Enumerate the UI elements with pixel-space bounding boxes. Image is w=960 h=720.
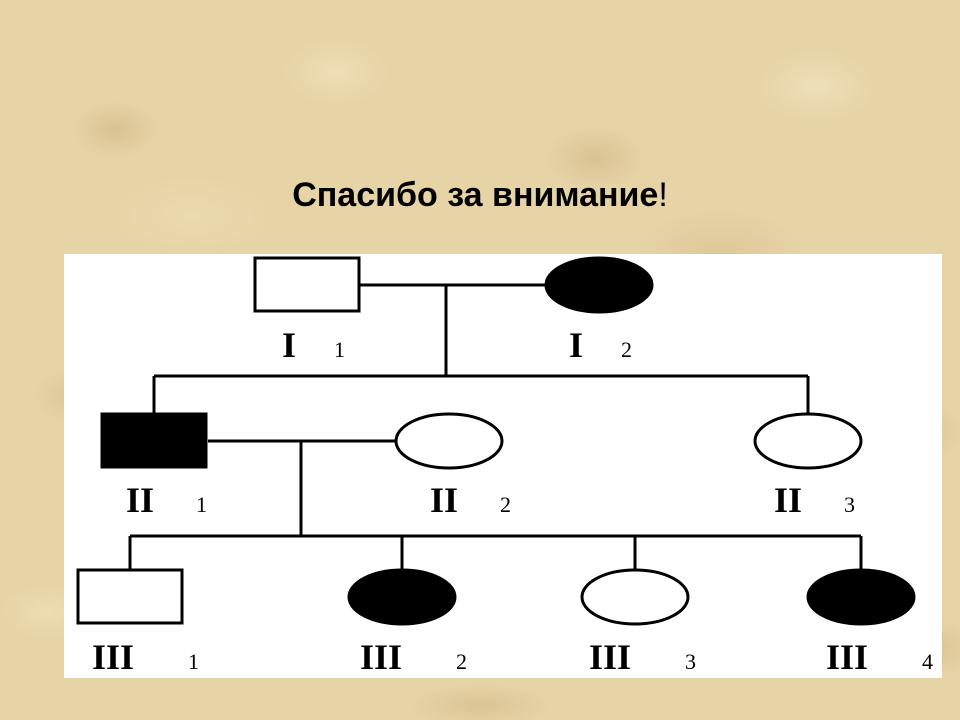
individual-number-III4: 4 [922,649,933,674]
individual-number-II3: 3 [844,492,855,517]
individual-III2-circle [347,568,457,626]
individual-II1-square [100,412,208,469]
individual-number-I1: 1 [334,337,345,362]
individual-I2-circle [544,256,654,314]
individual-II2-circle [394,412,504,470]
slide-title-text: Спасибо за внимание [292,176,659,214]
generation-label-I2: I [569,325,583,365]
individual-number-II1: 1 [196,492,207,517]
individual-II3-circle [753,412,863,470]
individual-number-III2: 2 [456,649,467,674]
generation-label-III4: III [826,637,868,677]
individual-number-III1: 1 [188,649,199,674]
generation-label-II1: II [126,480,154,520]
generation-label-II2: II [430,480,458,520]
generation-label-III1: III [92,637,134,677]
individual-III3-circle [580,568,690,626]
individual-number-II2: 2 [500,492,511,517]
generation-label-II3: II [774,480,802,520]
generation-label-I1: I [282,325,296,365]
slide-title-exclamation: ! [658,176,668,214]
individual-III1-square [76,568,184,625]
individual-number-III3: 3 [685,649,696,674]
generation-label-III3: III [589,637,631,677]
individual-number-I2: 2 [621,337,632,362]
individual-III4-circle [806,568,916,626]
individual-I1-square [253,256,361,313]
slide-title: Спасибо за внимание! [0,176,960,215]
generation-label-III2: III [360,637,402,677]
